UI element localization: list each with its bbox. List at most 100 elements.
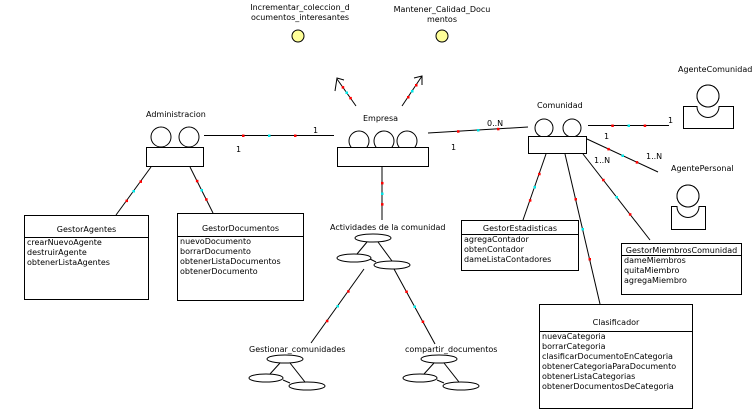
class-operations: nuevoDocumento borrarDocumento obtenerLi… [178,237,303,277]
goal-1-label: Incrementar_coleccion_d ocumentos_intere… [250,3,350,23]
operation: destruirAgente [27,248,87,257]
class-gestor-documentos[interactable]: GestorDocumentos nuevoDocumento borrarDo… [177,213,304,301]
link-handle[interactable] [628,213,632,216]
organization-comunidad-label: Comunidad [537,101,583,110]
goal-icon[interactable] [291,29,305,43]
class-operations: crearNuevoAgente destruirAgente obtenerL… [25,238,148,268]
link-handle[interactable] [132,190,136,193]
operation: obtenerListaAgentes [27,258,110,267]
link-handle[interactable] [411,90,414,93]
link-handle[interactable] [607,147,610,151]
link-handle[interactable] [345,91,349,95]
link-handle[interactable] [139,180,143,183]
link-handle[interactable] [242,134,245,138]
agent-personal-icon[interactable] [671,184,706,230]
organization-empresa-label: Empresa [363,114,399,123]
link-handle[interactable] [533,186,537,189]
link-handle[interactable] [621,154,625,158]
multiplicity-label: 1 [451,143,457,152]
link-handle[interactable] [415,84,418,87]
link-handle[interactable] [421,320,425,324]
class-gestor-miembros-comunidad[interactable]: GestorMiembrosComunidad dameMiembros qui… [621,243,742,295]
goal-2-label: Mantener_Calidad_Docu mentos [392,5,492,25]
operation: agregaMiembro [624,276,687,285]
link-handle[interactable] [538,172,541,176]
agent-comunidad-icon[interactable] [683,84,734,129]
task-actividades-label: Actividades de la comunidad [330,223,446,232]
organization-empresa-icon[interactable] [337,130,429,167]
goal-2-label-line1: Mantener_Calidad_Docu [393,5,491,14]
operation: crearNuevoAgente [27,238,102,247]
link-handle[interactable] [381,181,384,185]
task-compartir-icon[interactable] [402,354,480,391]
link-handle[interactable] [528,199,532,202]
goal-1-label-line2: ocumentos_interesantes [250,13,350,22]
operation: agregaContador [464,235,529,244]
operation: obtenerDocumento [180,267,258,276]
operation: borrarCategoria [542,342,606,351]
class-operations: dameMiembros quitaMiembro agregaMiembro [622,256,741,286]
goal-icon[interactable] [435,29,449,43]
link-handle[interactable] [457,130,460,133]
link-handle[interactable] [588,258,592,261]
link-handle[interactable] [413,305,417,309]
link-handle[interactable] [336,305,340,308]
link-handle[interactable] [635,161,639,164]
task-actividades-icon[interactable] [336,233,411,270]
class-operations: agregaContador obtenContador dameListaCo… [462,235,578,265]
class-clasificador[interactable]: Clasificador nuevaCategoria borrarCatego… [539,304,693,409]
link-handle[interactable] [611,124,614,128]
agent-comunidad-label: AgenteComunidad [678,65,753,74]
multiplicity-label: 1..N [646,152,663,161]
link-handle[interactable] [602,178,605,182]
link-handle[interactable] [615,196,619,199]
selection-handles [125,84,647,324]
operation: obtenerDocumentosDeCategoria [542,382,674,391]
link-handle[interactable] [347,290,350,293]
link-handle[interactable] [581,228,585,231]
organization-comunidad-icon[interactable] [528,118,587,154]
class-gestor-estadisticas[interactable]: GestorEstadisticas agregaContador obtenC… [461,220,579,271]
link-handle[interactable] [407,96,410,99]
link-handle[interactable] [200,189,204,192]
task-gestionar-icon[interactable] [248,354,326,391]
operation: borrarDocumento [180,247,251,256]
link-handle[interactable] [341,86,345,89]
organization-administracion-label: Administracion [146,110,206,119]
class-name: GestorMiembrosComunidad [622,244,741,256]
link-handle[interactable] [643,124,647,128]
multiplicity-label: 1 [604,132,610,141]
operation: dameMiembros [624,256,686,265]
organization-administracion-icon[interactable] [146,126,204,167]
multiplicity-label: 1 [313,126,319,135]
goal-2-label-line2: mentos [427,15,457,24]
class-gestor-agentes[interactable]: GestorAgentes crearNuevoAgente destruirA… [24,215,149,300]
link-handle[interactable] [294,134,297,138]
link-handle[interactable] [125,199,129,203]
task-compartir-label: compartir_documentos [405,345,498,354]
goal-1-label-line1: Incrementar_coleccion_d [250,3,350,12]
operation: nuevaCategoria [542,332,606,341]
link-handle[interactable] [381,203,384,206]
link-handle[interactable] [349,96,352,100]
class-operations: nuevaCategoria borrarCategoria clasifica… [540,332,692,392]
operation: quitaMiembro [624,266,680,275]
link-handle[interactable] [477,129,480,132]
multiplicity-label: 1 [668,116,674,125]
link-handle[interactable] [205,198,208,201]
multiplicity-label: 0..N [487,119,504,128]
link-handle[interactable] [627,124,631,128]
operation: obtenerCategoriaParaDocumento [542,362,677,371]
link-handle[interactable] [405,290,408,294]
link-handle[interactable] [497,127,500,131]
task-gestionar-label: Gestionar_comunidades [249,345,346,354]
link-handle[interactable] [195,179,199,183]
class-name: Clasificador [540,305,692,332]
link-handle[interactable] [574,198,578,201]
link-handle[interactable] [381,192,384,196]
operation: obtenerListaCategorias [542,372,636,381]
class-name: GestorAgentes [25,216,148,238]
link-handle[interactable] [268,134,271,138]
multiplicity-label: 1 [236,145,242,154]
link-handle[interactable] [325,319,329,323]
